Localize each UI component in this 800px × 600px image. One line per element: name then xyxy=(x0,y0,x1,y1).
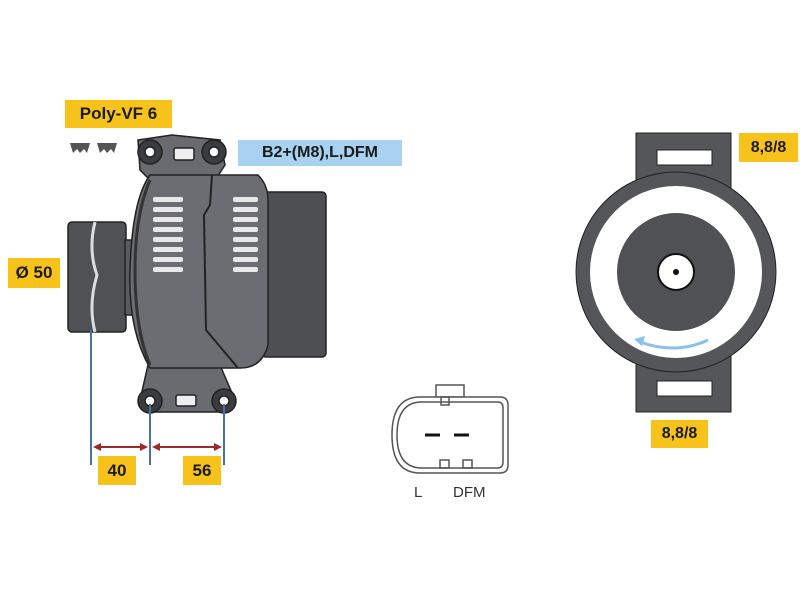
mount-holes xyxy=(137,139,237,414)
rear-cover xyxy=(261,191,327,358)
dimension-lines xyxy=(90,330,225,465)
mount-top-thread-label: 8,8/8 xyxy=(739,133,798,162)
housing xyxy=(129,174,269,369)
dimension-56-label: 56 xyxy=(183,456,221,485)
alternator-side-view xyxy=(67,134,327,414)
connector-pin-l-label: L xyxy=(414,484,423,501)
belt-type-label: Poly-VF 6 xyxy=(65,100,172,128)
dimension-40-label: 40 xyxy=(98,456,136,485)
pulley-diameter-label: Ø 50 xyxy=(8,258,60,288)
cooling-vents xyxy=(153,197,258,272)
belt-profile-icon xyxy=(70,143,117,153)
connector-pin-dfm-label: DFM xyxy=(453,484,486,501)
alternator-front-view xyxy=(575,132,777,413)
connector-plug xyxy=(391,384,509,474)
mount-bottom-thread-label: 8,8/8 xyxy=(651,420,708,448)
terminals-label: B2+(M8),L,DFM xyxy=(238,140,402,166)
rotation-arrow xyxy=(639,338,709,350)
